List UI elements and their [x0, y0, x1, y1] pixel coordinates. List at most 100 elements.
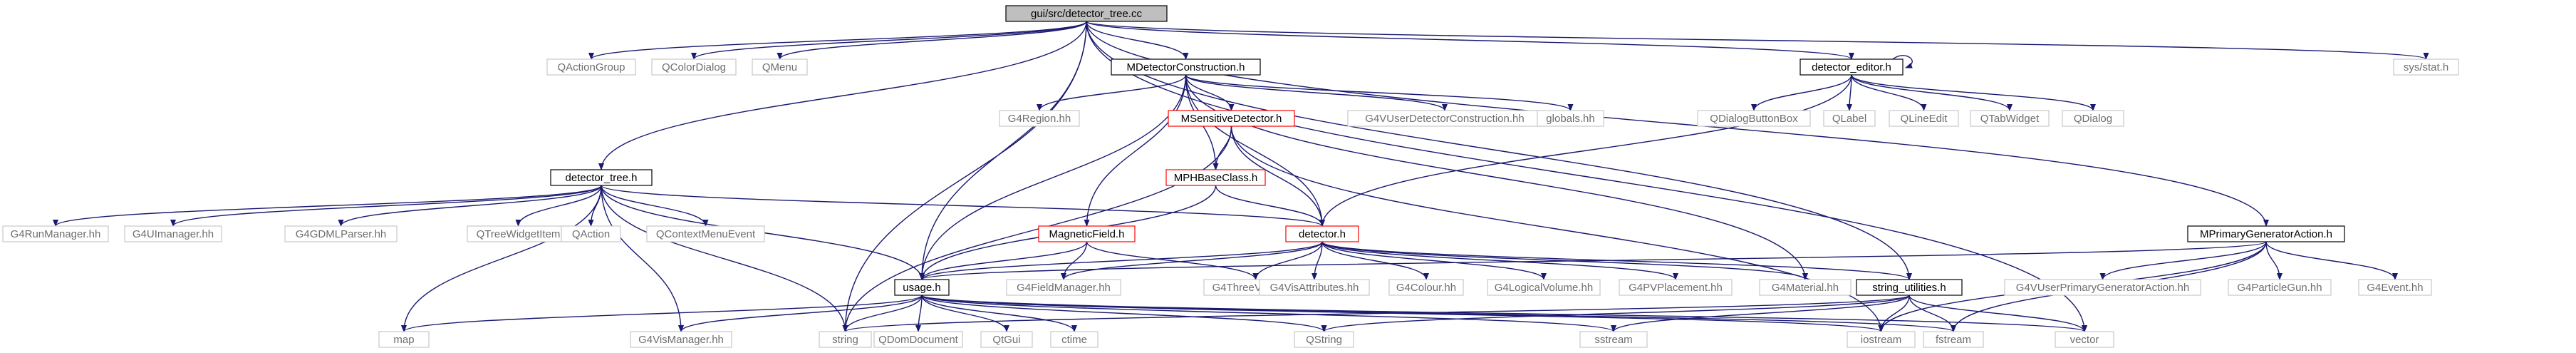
- node-qactiongroup-label: QActionGroup: [557, 61, 625, 73]
- edge-deteditor-to-qtabwidget: [1851, 74, 2012, 111]
- node-qtabwidget-box: [1970, 110, 2050, 127]
- node-map-box: [378, 331, 430, 348]
- node-globals: globals.hh: [1537, 110, 1604, 127]
- node-qdialog-label: QDialog: [2074, 113, 2112, 125]
- node-magfield[interactable]: MagneticField.h: [1038, 225, 1136, 242]
- node-g4uimanager-box: [124, 225, 222, 242]
- edge-magfield-to-usage: [919, 241, 1088, 280]
- edge-root-to-deteditor: [1086, 21, 1854, 60]
- node-globals-box: [1537, 110, 1604, 127]
- node-ctime-label: ctime: [1061, 334, 1087, 346]
- node-g4region-box: [999, 110, 1080, 127]
- node-qcolordialog: QColorDialog: [651, 58, 737, 76]
- node-qdialogbuttonbox: QDialogButtonBox: [1697, 110, 1811, 127]
- node-mphbase-label: MPHBaseClass.h: [1174, 172, 1258, 184]
- edge-stringutil-to-qstring: [1321, 295, 1910, 332]
- edge-mdetcons-to-detector: [1185, 74, 1325, 227]
- node-g4gdmlparser-label: G4GDMLParser.hh: [296, 228, 387, 240]
- edge-mdetcons-to-magfield: [1084, 74, 1187, 227]
- node-mdetcons[interactable]: MDetectorConstruction.h: [1111, 58, 1261, 76]
- node-string-label: string: [832, 334, 858, 346]
- node-qlineedit-label: QLineEdit: [1901, 113, 1948, 125]
- node-g4vuserdet-label: G4VUserDetectorConstruction.hh: [1365, 113, 1524, 125]
- node-g4gdmlparser: G4GDMLParser.hh: [284, 225, 398, 242]
- node-g4fieldmanager-label: G4FieldManager.hh: [1017, 282, 1111, 294]
- node-ctime: ctime: [1050, 331, 1099, 348]
- node-stringutil[interactable]: string_utilities.h: [1856, 279, 1963, 296]
- node-g4vismanager: G4VisManager.hh: [630, 331, 732, 348]
- node-qtgui-box: [980, 331, 1033, 348]
- edge-detector-to-usage: [919, 241, 1323, 280]
- node-g4uimanager: G4UImanager.hh: [124, 225, 222, 242]
- node-deteditor[interactable]: detector_editor.h: [1799, 58, 1904, 76]
- node-g4fieldmanager-box: [1006, 279, 1121, 296]
- node-g4colour-label: G4Colour.hh: [1396, 282, 1456, 294]
- node-deteditor-box: [1799, 58, 1904, 76]
- node-g4region-label: G4Region.hh: [1008, 113, 1071, 125]
- node-mprimgen-box: [2187, 225, 2345, 242]
- node-qmenu-label: QMenu: [762, 61, 797, 73]
- node-detector-box: [1285, 225, 1359, 242]
- node-qaction: QAction: [561, 225, 621, 242]
- node-fstream: fstream: [1923, 331, 1984, 348]
- node-g4vuserprimgen: G4VUserPrimaryGeneratorAction.hh: [2004, 279, 2201, 296]
- node-qdialogbuttonbox-box: [1697, 110, 1811, 127]
- node-g4logicalvolume-box: [1487, 279, 1601, 296]
- node-g4pvplacement-label: G4PVPlacement.hh: [1629, 282, 1723, 294]
- node-stringutil-box: [1856, 279, 1963, 296]
- node-qactiongroup: QActionGroup: [546, 58, 636, 76]
- node-detector[interactable]: detector.h: [1285, 225, 1359, 242]
- node-map: map: [378, 331, 430, 348]
- node-sstream-box: [1579, 331, 1648, 348]
- edge-usage-to-sstream: [921, 295, 1616, 332]
- node-qstring-label: QString: [1306, 334, 1342, 346]
- node-qdialogbuttonbox-label: QDialogButtonBox: [1710, 113, 1798, 125]
- node-qmenu-box: [752, 58, 808, 76]
- node-usage[interactable]: usage.h: [894, 279, 950, 296]
- node-dettree-box: [550, 169, 653, 186]
- node-iostream: iostream: [1847, 331, 1916, 348]
- node-qlineedit: QLineEdit: [1889, 110, 1959, 127]
- node-mphbase[interactable]: MPHBaseClass.h: [1165, 169, 1266, 186]
- node-qdialog-box: [2062, 110, 2124, 127]
- node-msensdet[interactable]: MSensitiveDetector.h: [1168, 110, 1295, 127]
- edge-deteditor-to-qdialogbuttonbox: [1751, 74, 1852, 111]
- node-qdomdocument: QDomDocument: [873, 331, 963, 348]
- node-dettree[interactable]: detector_tree.h: [550, 169, 653, 186]
- edge-root-to-dettree: [598, 21, 1087, 170]
- edge-mdetcons-to-usage: [919, 74, 1187, 280]
- edge-dettree-to-string: [601, 185, 848, 332]
- node-qcolordialog-label: QColorDialog: [662, 61, 726, 73]
- edge-mdetcons-to-g4vuserdet: [1185, 74, 1448, 111]
- node-msensdet-label: MSensitiveDetector.h: [1181, 113, 1282, 125]
- node-mprimgen[interactable]: MPrimaryGeneratorAction.h: [2187, 225, 2345, 242]
- node-sysstat-label: sys/stat.h: [2404, 61, 2448, 73]
- node-dettree-label: detector_tree.h: [566, 172, 638, 184]
- node-g4pvplacement: G4PVPlacement.hh: [1619, 279, 1733, 296]
- node-mdetcons-box: [1111, 58, 1261, 76]
- edge-detector-to-g4threevector: [1252, 241, 1323, 280]
- edge-dettree-to-g4gdmlparser: [338, 185, 602, 227]
- edge-usage-to-qdomdocument: [915, 295, 923, 332]
- node-g4material-label: G4Material.hh: [1772, 282, 1839, 294]
- edge-mprimgen-to-g4particlegun: [2265, 241, 2282, 280]
- edge-dettree-to-map: [401, 185, 602, 332]
- edge-root-to-mdetcons: [1086, 21, 1189, 60]
- node-fstream-box: [1923, 331, 1984, 348]
- edge-stringutil-to-sstream: [1611, 295, 1910, 332]
- edge-magfield-to-g4threevector: [1086, 241, 1259, 280]
- edge-deteditor-to-detector: [1319, 74, 1852, 227]
- edge-mphbase-to-detector: [1215, 185, 1325, 227]
- edge-root-to-sysstat: [1086, 21, 2429, 60]
- edge-usage-to-qtgui: [921, 295, 1009, 332]
- node-g4particlegun-box: [2228, 279, 2332, 296]
- edge-root-to-qactiongroup: [588, 21, 1087, 60]
- node-g4visattributes: G4VisAttributes.hh: [1259, 279, 1370, 296]
- node-deteditor-label: detector_editor.h: [1812, 61, 1891, 73]
- node-magfield-box: [1038, 225, 1136, 242]
- node-qaction-label: QAction: [572, 228, 610, 240]
- edge-mprimgen-to-g4vuserprimgen: [2099, 241, 2267, 280]
- node-g4runmanager-box: [2, 225, 109, 242]
